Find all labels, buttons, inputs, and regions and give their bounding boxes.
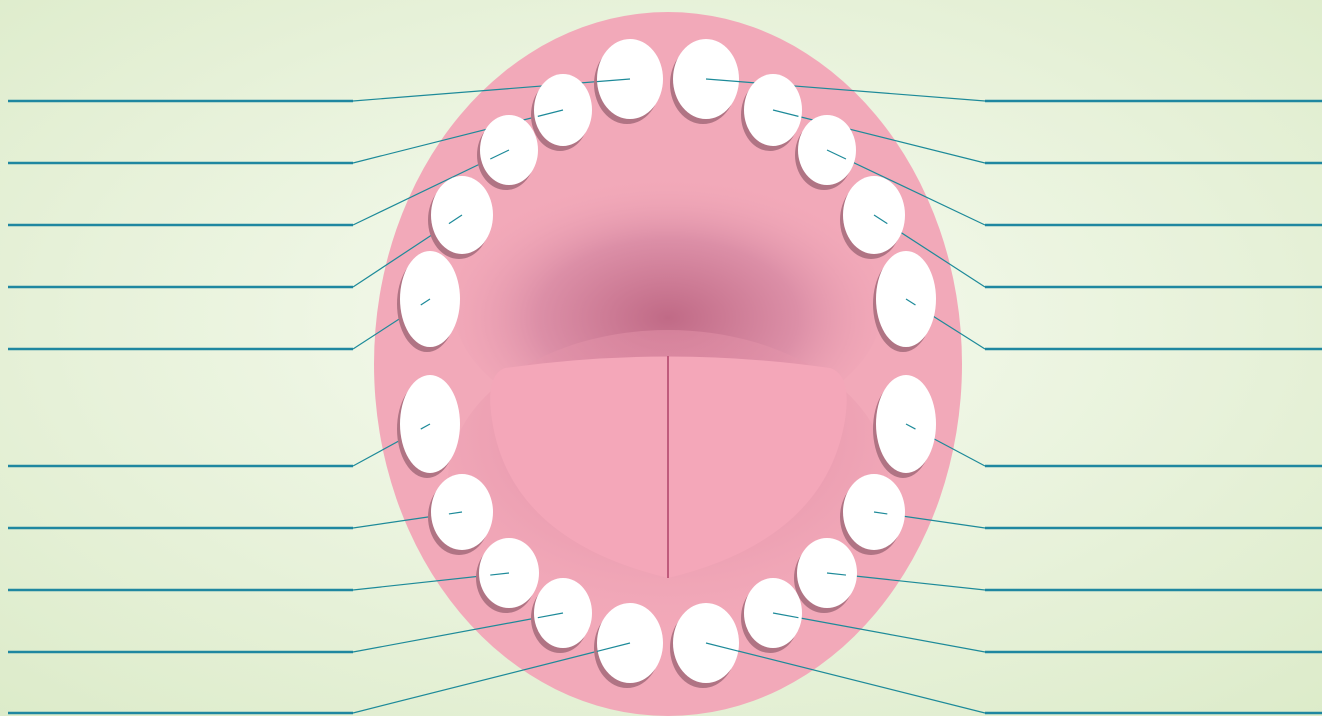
mouth-diagram: [0, 0, 1322, 716]
labeling-diagram: [0, 0, 1322, 716]
